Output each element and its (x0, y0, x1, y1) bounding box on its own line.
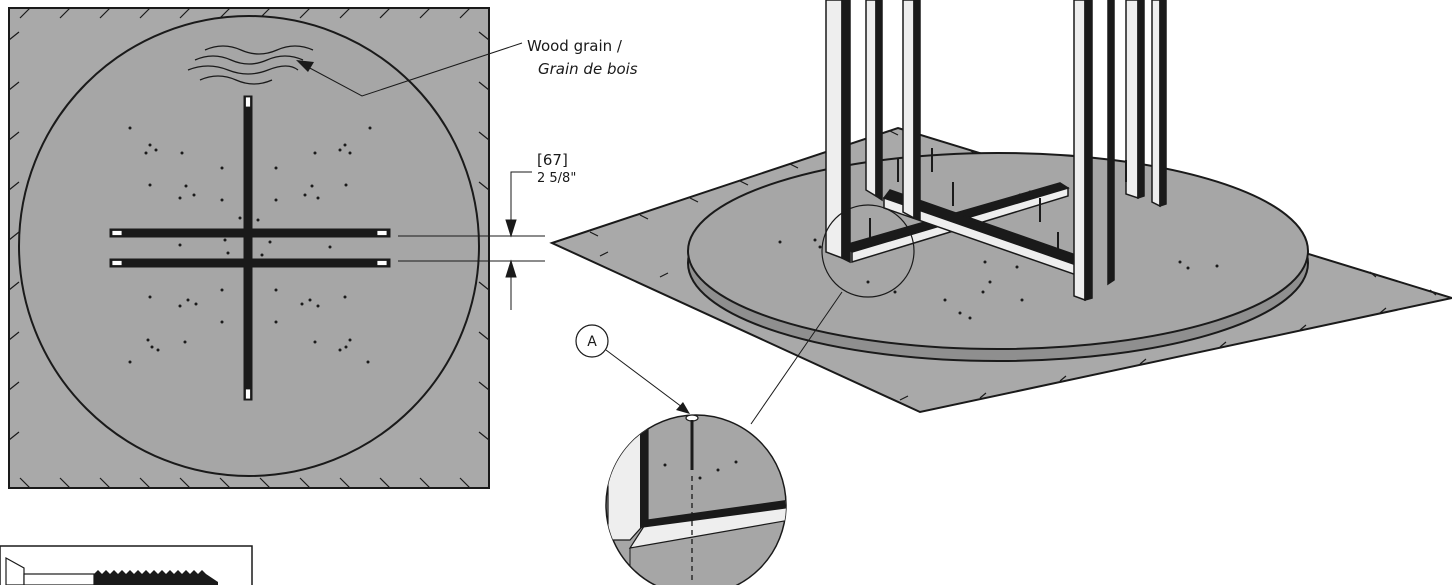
base-rails-iso (843, 182, 1092, 280)
screw-inset (0, 545, 253, 585)
base-rails-top (109, 95, 391, 401)
detail-region-marker (821, 204, 915, 298)
wood-grain-label-fr: Grain de bois (538, 60, 638, 78)
screw-a (685, 414, 699, 580)
floor-hatch (8, 7, 490, 489)
detail-a-letter: A (587, 334, 597, 350)
detail-a-view (605, 414, 787, 585)
wood-grain-callout: Wood grain / Grain de bois (296, 37, 638, 97)
wood-grain-label-en: Wood grain / (527, 37, 623, 55)
dimension-mm: [67] (537, 151, 568, 169)
screws-iso (869, 148, 1127, 256)
rail-spacing-dimension: [67] 2 5/8" (398, 151, 576, 310)
isometric-view (549, 0, 1452, 425)
frame-uprights (825, 0, 1167, 302)
top-view (8, 7, 490, 489)
detail-leader-line (750, 291, 843, 425)
texture-dots-iso (778, 190, 1219, 320)
tabletop-iso (687, 152, 1309, 350)
wood-grain-marks (187, 45, 314, 85)
texture-dots-top (128, 126, 372, 364)
dimension-inches: 2 5/8" (537, 171, 576, 186)
detail-a-balloon: A (575, 324, 690, 414)
